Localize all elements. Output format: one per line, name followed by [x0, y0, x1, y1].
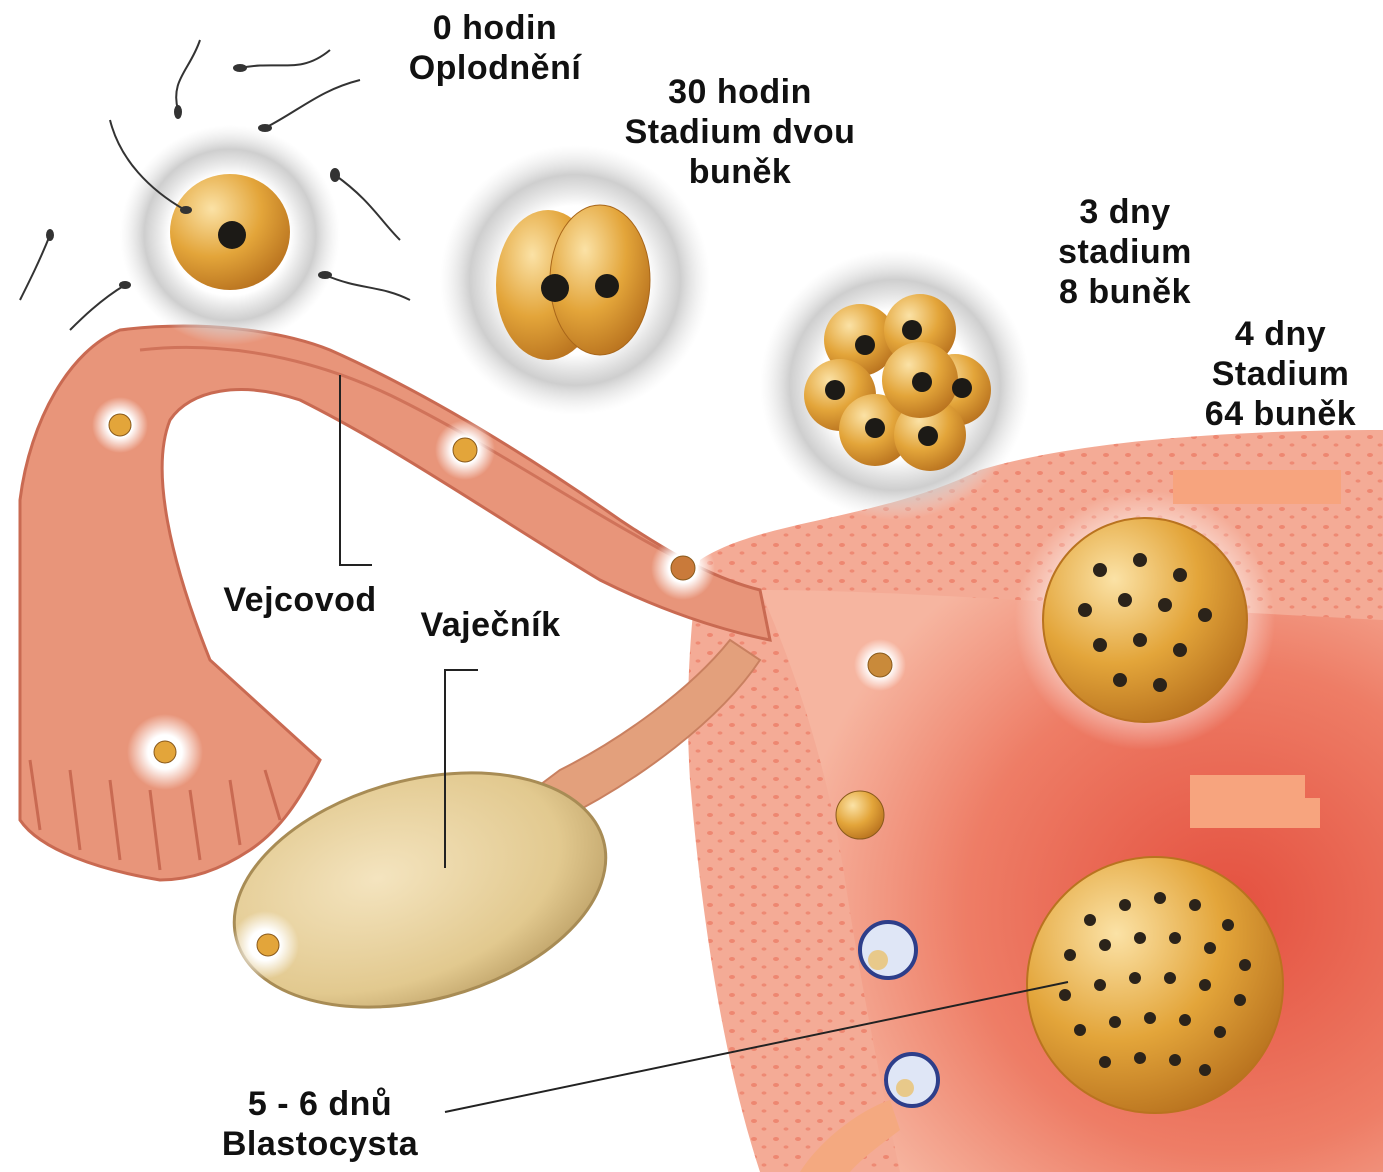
sperm-head-icon: [258, 124, 272, 132]
stage-time: 30 hodin: [580, 72, 900, 112]
stage-0-nucleus: [218, 221, 246, 249]
stage-blastocyst-cell: [1027, 857, 1283, 1113]
sperm-5: [335, 175, 400, 240]
stage-3d-cell: [760, 250, 1030, 520]
stage-title: Blastocysta: [180, 1124, 460, 1164]
stage-title: buněk: [580, 152, 900, 192]
small-embryo: [868, 653, 892, 677]
stage-time: 5 - 6 dnů: [180, 1084, 460, 1124]
small-blastocyst-inner: [896, 1079, 914, 1097]
small-embryo: [154, 741, 176, 763]
sperm-head-icon: [119, 281, 131, 289]
small-blastocyst: [886, 1054, 938, 1106]
label-cover-patch: [1190, 775, 1305, 800]
sperm-head-icon: [233, 64, 247, 72]
stage-30h-nucleus: [541, 274, 569, 302]
stage-3d-nucleus: [912, 372, 932, 392]
small-embryo: [257, 934, 279, 956]
sperm-2: [176, 40, 200, 110]
label-cover-patch: [1173, 470, 1341, 504]
stage-0-cell: [120, 125, 340, 345]
stage-time: 4 dny: [1178, 314, 1383, 354]
stage-3d-nucleus: [855, 335, 875, 355]
label-cover-patch: [1190, 798, 1320, 828]
stage-3d-nucleus: [952, 378, 972, 398]
sperm-3: [265, 80, 360, 128]
small-blastocyst: [860, 922, 916, 978]
stage-3d-nucleus: [865, 418, 885, 438]
sperm-head-icon: [180, 206, 192, 214]
sperm-head-icon: [46, 229, 54, 241]
stage-title: Oplodnění: [375, 48, 615, 88]
small-embryo: [453, 438, 477, 462]
small-embryo: [109, 414, 131, 436]
small-blastocyst-inner: [868, 950, 888, 970]
stage-4d-cell: [1015, 490, 1275, 750]
stage-label-blastocyst: 5 - 6 dnů Blastocysta: [180, 1084, 460, 1164]
stage-3d-nucleus: [918, 426, 938, 446]
stage-title: Stadium: [1178, 354, 1383, 394]
stage-label-eight-cell: 3 dny stadium 8 buněk: [1020, 192, 1230, 312]
stage-title: stadium: [1020, 232, 1230, 272]
stage-label-sixty-four-cell: 4 dny Stadium 64 buněk: [1178, 314, 1383, 434]
stage-30h-nucleus: [595, 274, 619, 298]
small-embryo: [671, 556, 695, 580]
stage-label-fertilization: 0 hodin Oplodnění: [375, 8, 615, 88]
sperm-6: [325, 275, 410, 300]
stage-3d-nucleus: [902, 320, 922, 340]
stage-label-two-cell: 30 hodin Stadium dvou buněk: [580, 72, 900, 192]
small-embryo: [836, 791, 884, 839]
stage-4d-morula: [1043, 518, 1247, 722]
sperm-head-icon: [318, 271, 332, 279]
sperm-head-icon: [174, 105, 182, 119]
stage-time: 3 dny: [1020, 192, 1230, 232]
stage-title: 64 buněk: [1178, 394, 1383, 434]
stage-title: Stadium dvou: [580, 112, 900, 152]
sperm-head-icon: [330, 168, 340, 182]
sperm-7: [70, 285, 125, 330]
oviduct-label: Vejcovod: [200, 580, 400, 620]
stage-time: 0 hodin: [375, 8, 615, 48]
stage-3d-nucleus: [825, 380, 845, 400]
sperm-1: [240, 50, 330, 68]
sperm-8: [20, 235, 50, 300]
stage-title: 8 buněk: [1020, 272, 1230, 312]
ovary-label: Vaječník: [398, 605, 583, 645]
